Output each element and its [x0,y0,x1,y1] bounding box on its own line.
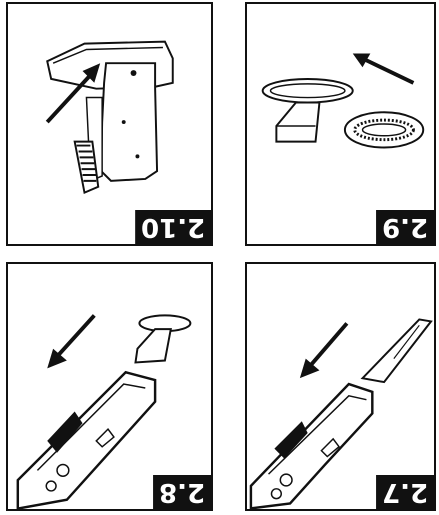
vacuum-insert-nozzle-illustration [249,318,433,509]
figure-label-2-7: 2.7 [375,475,434,509]
figure-label-2-10: 2.10 [134,210,211,244]
figure-panel-2-8: 2.8 [6,262,213,511]
figure-panel-2-10: 2.10 [6,2,213,246]
figure-panel-2-9: 2.9 [245,2,436,246]
figure-label-2-8: 2.8 [152,475,211,509]
figure-panel-2-7: 2.7 [245,262,436,511]
vacuum-insert-filter-illustration [16,314,192,509]
figure-label-2-9: 2.9 [375,210,434,244]
filter-parts-illustration [261,53,425,149]
handle-assembly-illustration [45,40,174,195]
